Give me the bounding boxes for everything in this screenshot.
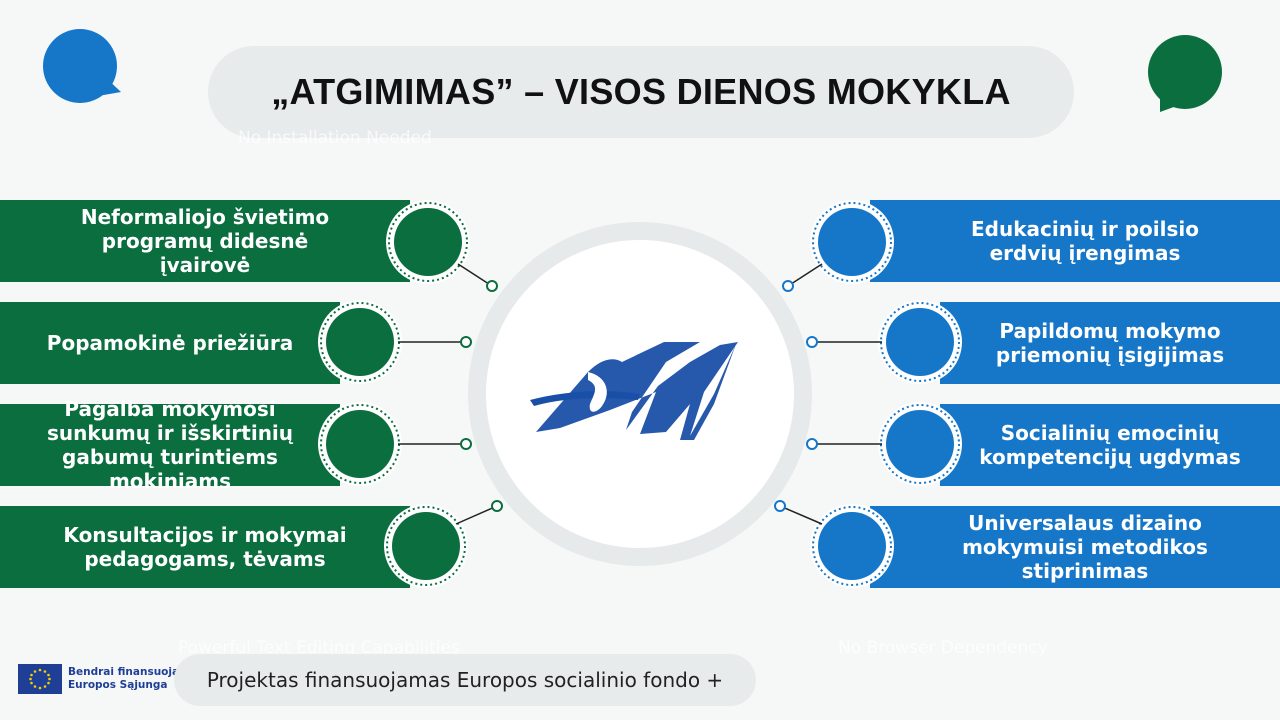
eu-cofund-label: Bendrai finansuoja Europos Sąjunga <box>68 666 179 692</box>
left-circle-2 <box>318 300 472 384</box>
left-item-label: Popamokinė priežiūra <box>46 331 294 355</box>
right-item-2: Papildomų mokymo priemonių įsigijimas <box>940 302 1280 384</box>
left-item-2: Popamokinė priežiūra <box>0 302 340 384</box>
right-item-1: Edukacinių ir poilsio erdvių įrengimas <box>870 200 1280 282</box>
left-circle-4 <box>384 500 503 588</box>
right-circle-4 <box>774 500 894 588</box>
eu-flag-icon <box>18 664 62 694</box>
watermark-text: Powerful Text Editing Capabilities <box>178 638 460 658</box>
right-item-label: Edukacinių ir poilsio erdvių įrengimas <box>971 217 1199 265</box>
left-item-label: Pagalba mokymosi sunkumų ir išskirtinių … <box>46 397 294 493</box>
watermark-text: No Browser Dependency <box>838 638 1048 658</box>
right-circle-2 <box>806 300 962 384</box>
right-item-3: Socialinių emocinių kompetencijų ugdymas <box>940 404 1280 486</box>
watermark-text: No Installation Needed <box>238 128 432 148</box>
left-item-4: Konsultacijos ir mokymai pedagogams, tėv… <box>0 506 410 588</box>
left-item-3: Pagalba mokymosi sunkumų ir išskirtinių … <box>0 397 340 493</box>
title-pill: „ATGIMIMAS” – VISOS DIENOS MOKYKLA <box>208 46 1074 138</box>
school-logo-icon <box>530 342 738 440</box>
right-item-4: Universalaus dizaino mokymuisi metodikos… <box>870 506 1280 588</box>
eu-line-1: Bendrai finansuoja <box>68 666 180 678</box>
page-title: „ATGIMIMAS” – VISOS DIENOS MOKYKLA <box>271 71 1011 112</box>
right-circle-1 <box>782 200 894 292</box>
right-item-label: Socialinių emocinių kompetencijų ugdymas <box>979 421 1241 469</box>
left-item-1: Neformaliojo švietimo programų didesnė į… <box>0 200 410 282</box>
speech-bubble-icon <box>1148 35 1222 112</box>
right-item-label: Universalaus dizaino mokymuisi metodikos… <box>962 511 1208 583</box>
right-item-label: Papildomų mokymo priemonių įsigijimas <box>995 319 1225 367</box>
eu-line-2: Europos Sąjunga <box>68 679 168 691</box>
left-circle-3 <box>318 402 472 486</box>
left-circle-1 <box>386 200 498 292</box>
footer-text: Projektas finansuojamas Europos socialin… <box>206 668 724 692</box>
speech-bubble-icon <box>43 29 121 103</box>
footer-pill: Projektas finansuojamas Europos socialin… <box>174 654 756 706</box>
left-item-label: Konsultacijos ir mokymai pedagogams, tėv… <box>63 523 347 571</box>
left-item-label: Neformaliojo švietimo programų didesnė į… <box>80 205 330 277</box>
right-circle-3 <box>806 402 962 486</box>
